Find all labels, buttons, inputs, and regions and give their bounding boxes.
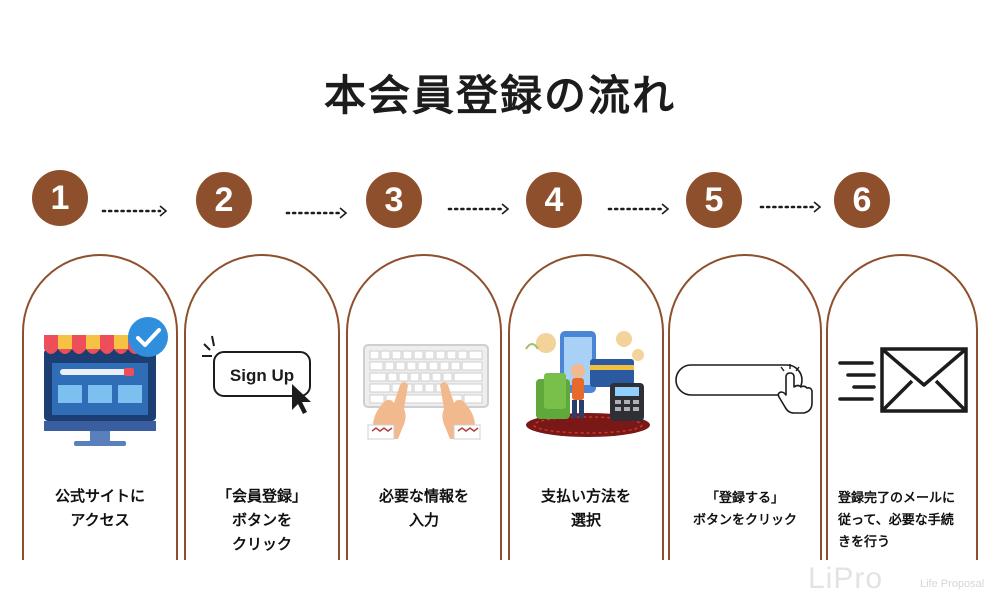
- step-number-3: 3: [366, 172, 422, 228]
- step-number-6: 6: [834, 172, 890, 228]
- step-label-line: きを行う: [838, 535, 891, 550]
- sign-up-button-icon: Sign Up: [186, 306, 338, 456]
- step-label-line: クリック: [231, 535, 292, 553]
- step-label-line: 従って、必要な手続: [838, 513, 954, 528]
- step-card-6: 登録完了のメールに 従って、必要な手続 きを行う: [826, 254, 978, 560]
- step-label-line: ボタンを: [231, 511, 292, 529]
- step-label-4: 支払い方法を 選択: [510, 484, 662, 532]
- step-card-5: 「登録する」 ボタンをクリック: [668, 254, 822, 560]
- step-label-3: 必要な情報を 入力: [348, 484, 500, 532]
- dotted-arrow-icon: [607, 203, 670, 215]
- step-label-line: 必要な情報を: [378, 487, 469, 505]
- step-number-1: 1: [32, 170, 88, 226]
- step-label-line: 「登録する」: [705, 491, 784, 506]
- sign-up-text: Sign Up: [230, 366, 294, 385]
- step-card-2: Sign Up 「会員登録」 ボタンを クリック: [184, 254, 340, 560]
- step-label-2: 「会員登録」 ボタンを クリック: [186, 484, 338, 556]
- dotted-arrow-icon: [285, 207, 348, 219]
- mail-envelope-icon: [828, 306, 976, 456]
- dotted-arrow-icon: [101, 205, 168, 217]
- click-button-icon: [670, 306, 820, 456]
- payment-methods-icon: [510, 306, 662, 456]
- step-label-6: 登録完了のメールに 従って、必要な手続 きを行う: [828, 488, 976, 554]
- step-label-1: 公式サイトに アクセス: [24, 484, 176, 532]
- step-label-line: 「会員登録」: [216, 487, 307, 505]
- logo-subtitle: Life Proposal: [920, 578, 985, 590]
- keyboard-typing-icon: [348, 306, 500, 456]
- step-number-2: 2: [196, 172, 252, 228]
- storefront-check-icon: [24, 306, 176, 456]
- step-card-3: 必要な情報を 入力: [346, 254, 502, 560]
- step-number-4: 4: [526, 172, 582, 228]
- step-number-5: 5: [686, 172, 742, 228]
- dotted-arrow-icon: [447, 203, 510, 215]
- logo-text: LiPro: [808, 562, 884, 595]
- step-card-4: 支払い方法を 選択: [508, 254, 664, 560]
- dotted-arrow-icon: [759, 201, 822, 213]
- step-label-5: 「登録する」 ボタンをクリック: [670, 488, 820, 532]
- lipro-logo: LiPro Life Proposal: [808, 560, 998, 598]
- step-label-line: 登録完了のメールに: [838, 491, 956, 506]
- page-title: 本会員登録の流れ: [323, 71, 676, 120]
- step-label-line: 入力: [408, 511, 439, 529]
- step-label-line: ボタンをクリック: [692, 513, 797, 528]
- step-card-1: 公式サイトに アクセス: [22, 254, 178, 560]
- step-label-line: 公式サイトに: [54, 487, 145, 505]
- step-label-line: 選択: [570, 511, 601, 529]
- step-label-line: 支払い方法を: [540, 487, 631, 505]
- step-label-line: アクセス: [70, 511, 130, 529]
